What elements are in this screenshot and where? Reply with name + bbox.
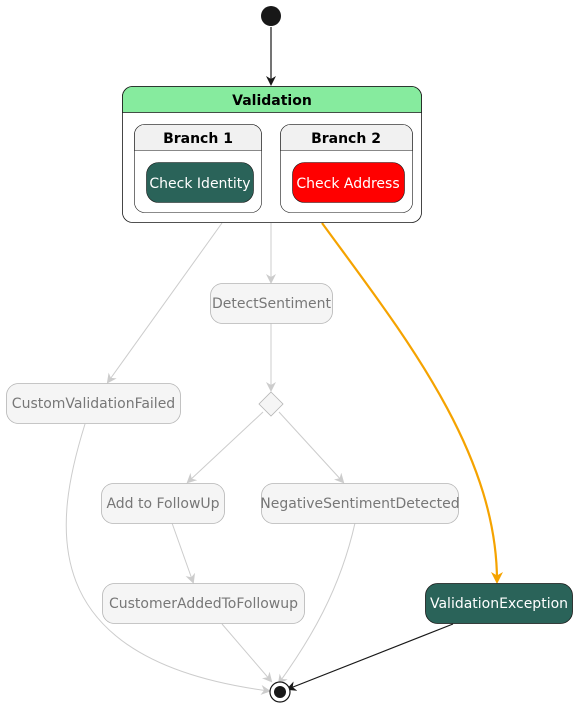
state-check-identity-label: Check Identity [149,176,250,192]
state-detect-sentiment[interactable]: DetectSentiment [210,283,333,324]
state-check-address-label: Check Address [296,176,399,192]
state-validation-exception[interactable]: ValidationException [425,583,573,624]
state-custom-validation-failed[interactable]: CustomValidationFailed [6,383,181,424]
branch-2-title: Branch 2 [311,131,381,147]
edge-choice-to-negativesentiment [278,411,345,484]
state-customer-added-to-followup-label: CustomerAddedToFollowup [109,596,298,612]
branch-2: Branch 2 Check Address [280,124,413,213]
state-add-to-followup-label: Add to FollowUp [106,496,219,512]
composite-title: Validation [232,93,312,109]
branch-1: Branch 1 Check Identity [134,124,262,213]
start-node [261,6,281,26]
edge-customeradded-to-end [221,623,273,683]
end-node [269,681,291,703]
edges [65,27,503,695]
choice-diamond [258,391,284,417]
state-detect-sentiment-label: DetectSentiment [212,296,332,312]
state-check-identity[interactable]: Check Identity [146,162,254,203]
edge-validationexception-to-end [286,623,454,691]
edge-validation-to-customvalidationfailed [106,222,223,384]
branch-1-title: Branch 1 [163,131,233,147]
edge-negativesentiment-to-end [277,522,356,685]
state-check-address[interactable]: Check Address [292,162,405,203]
state-negative-sentiment-detected[interactable]: NegativeSentimentDetected [260,483,460,524]
edge-choice-to-addtofollowup [186,411,264,484]
state-validation-exception-label: ValidationException [430,596,568,612]
state-custom-validation-failed-label: CustomValidationFailed [12,396,175,412]
state-negative-sentiment-detected-label: NegativeSentimentDetected [260,496,459,512]
edge-addtofollowup-to-customeradded [171,522,196,584]
composite-validation[interactable]: Validation Branch 1 Check Identity Branc… [122,86,422,223]
state-customer-added-to-followup[interactable]: CustomerAddedToFollowup [102,583,305,624]
edge-customvalidationfailed-to-end [65,423,271,695]
state-add-to-followup[interactable]: Add to FollowUp [101,483,225,524]
edge-validation-to-validationexception [321,222,503,584]
